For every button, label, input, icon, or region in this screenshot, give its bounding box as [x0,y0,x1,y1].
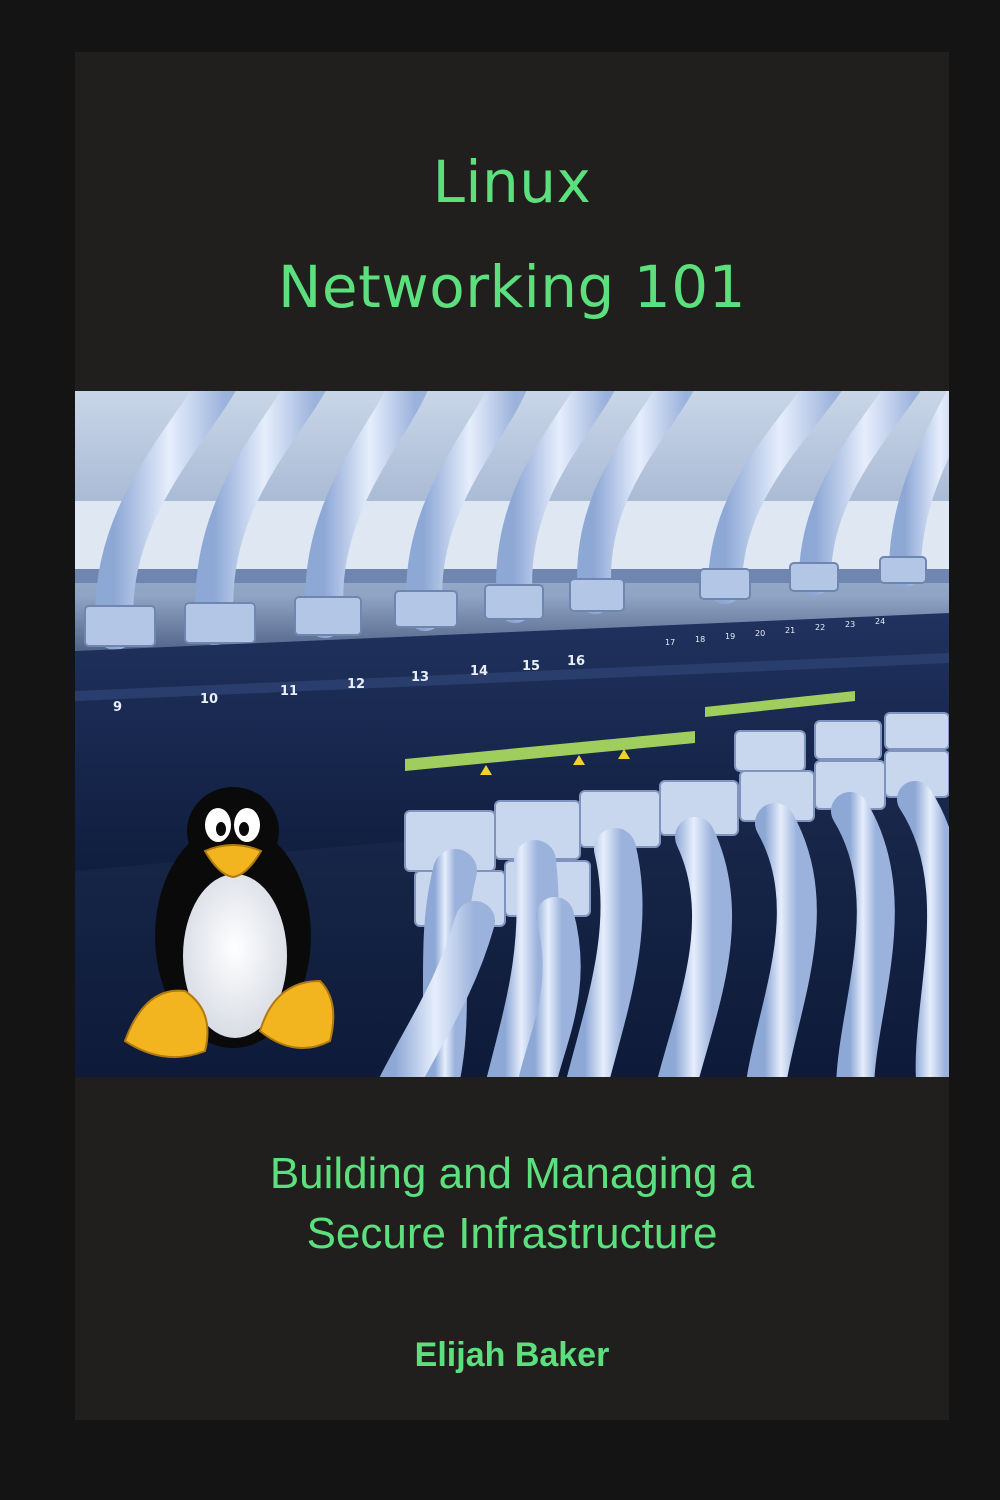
status-leds [405,691,855,775]
cover-photo: 9 10 11 12 13 14 15 16 17 18 19 20 21 22… [75,391,949,1077]
port-number: 21 [785,626,795,635]
port-number: 23 [845,620,855,629]
author-name: Elijah Baker [414,1336,610,1374]
book-cover: Linux Networking 101 [75,52,949,1420]
title-line-1: Linux [432,148,592,216]
port-number: 13 [411,670,429,685]
port-number: 11 [280,684,298,699]
subtitle-line-2: Secure Infrastructure [306,1209,718,1258]
port-number: 24 [875,617,885,626]
port-number: 18 [695,635,705,644]
port-number: 22 [815,623,825,632]
port-number: 10 [200,692,218,707]
title-line-2: Networking 101 [278,253,746,321]
book-subtitle: Building and Managing a Secure Infrastru… [75,1144,949,1264]
book-title: Linux Networking 101 [75,130,949,340]
port-number: 16 [567,654,585,669]
penguin-icon [123,787,335,1059]
port-number: 17 [665,638,675,647]
port-number: 14 [470,664,488,679]
port-number: 20 [755,629,765,638]
port-number: 9 [113,700,122,715]
network-switch-photo: 9 10 11 12 13 14 15 16 17 18 19 20 21 22… [75,391,949,1077]
port-number: 15 [522,659,540,674]
subtitle-line-1: Building and Managing a [269,1149,755,1198]
port-number: 12 [347,677,365,692]
port-number: 19 [725,632,735,641]
